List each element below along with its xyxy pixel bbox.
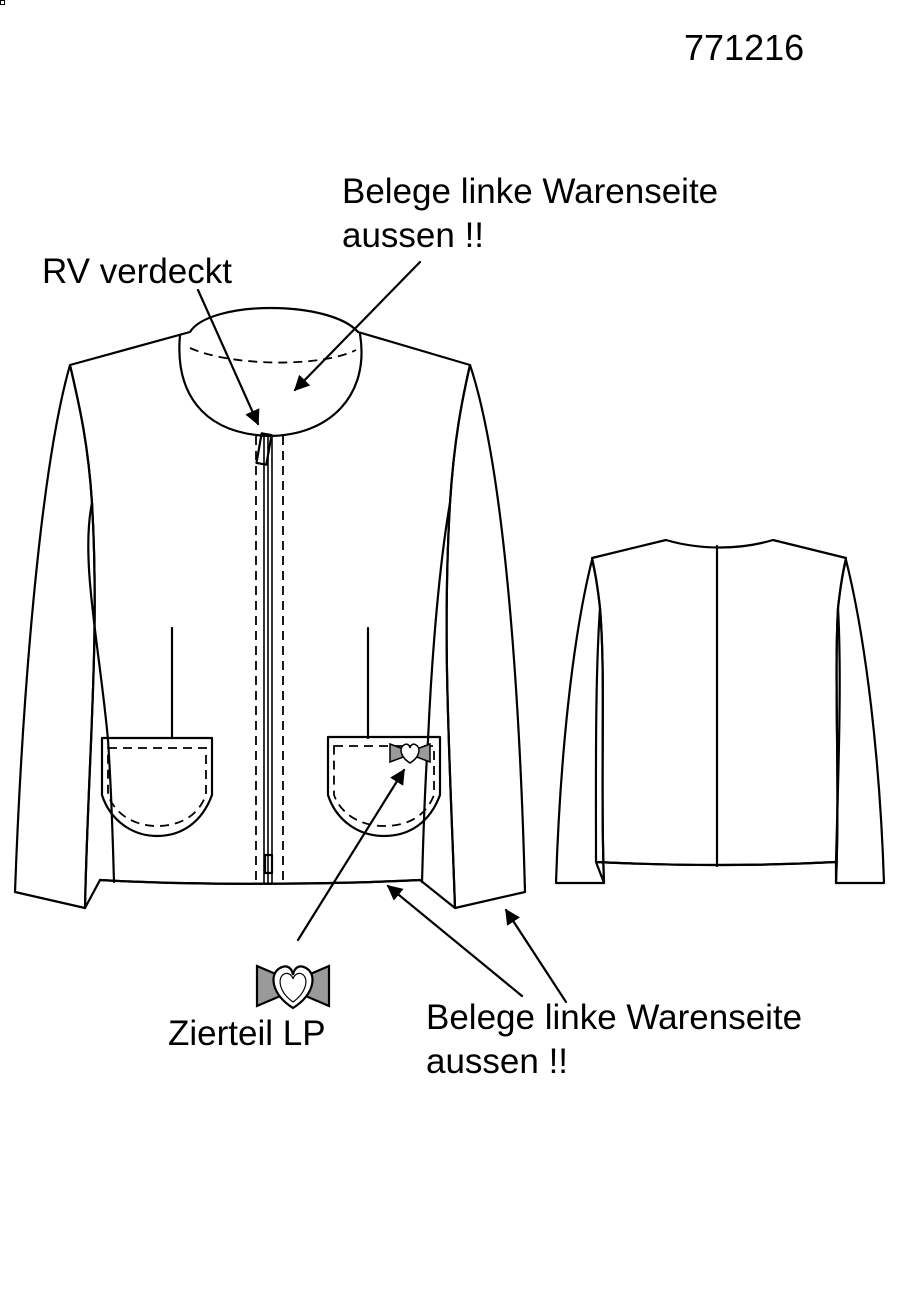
pocket-heart-bow-icon: [389, 742, 431, 764]
back-right-sleeve: [834, 558, 886, 885]
front-view: [13, 307, 527, 910]
back-left-seam: [594, 606, 602, 864]
callout-facing-top-line1: Belege linke Warenseite: [342, 172, 719, 211]
front-hem: [98, 878, 422, 885]
article-number: 771216: [684, 27, 805, 68]
back-view: [554, 538, 886, 885]
corner-marker: [0, 0, 5, 5]
front-right-pocket: [326, 735, 442, 838]
arrow-facing-hem: [386, 884, 524, 998]
front-left-pocket: [100, 736, 214, 838]
front-zipper: [255, 432, 284, 884]
arrow-zipper: [196, 288, 260, 426]
front-right-sleeve: [445, 363, 527, 910]
arrow-facing-top: [293, 260, 422, 392]
callout-trim: Zierteil LP: [168, 1014, 326, 1053]
heart-bow-ornament-icon: [255, 964, 331, 1010]
back-right-seam: [834, 606, 841, 864]
callout-facing-bottom-line2: aussen !!: [426, 1042, 569, 1081]
front-left-sleeve: [13, 363, 96, 910]
arrow-facing-sleeve: [504, 908, 568, 1004]
front-neck-topstitch: [189, 347, 357, 364]
front-right-princess-seam: [420, 501, 452, 884]
zipper-pull: [255, 432, 273, 466]
back-hem: [594, 860, 838, 867]
front-left-princess-seam: [87, 501, 116, 884]
arrow-trim: [296, 768, 406, 942]
callout-facing-top-line2: aussen !!: [342, 216, 485, 255]
back-body: [590, 538, 848, 885]
callout-zipper: RV verdeckt: [42, 252, 232, 291]
zipper-stop: [263, 853, 274, 875]
callout-facing-bottom-line1: Belege linke Warenseite: [426, 998, 803, 1037]
front-body: [68, 307, 472, 910]
